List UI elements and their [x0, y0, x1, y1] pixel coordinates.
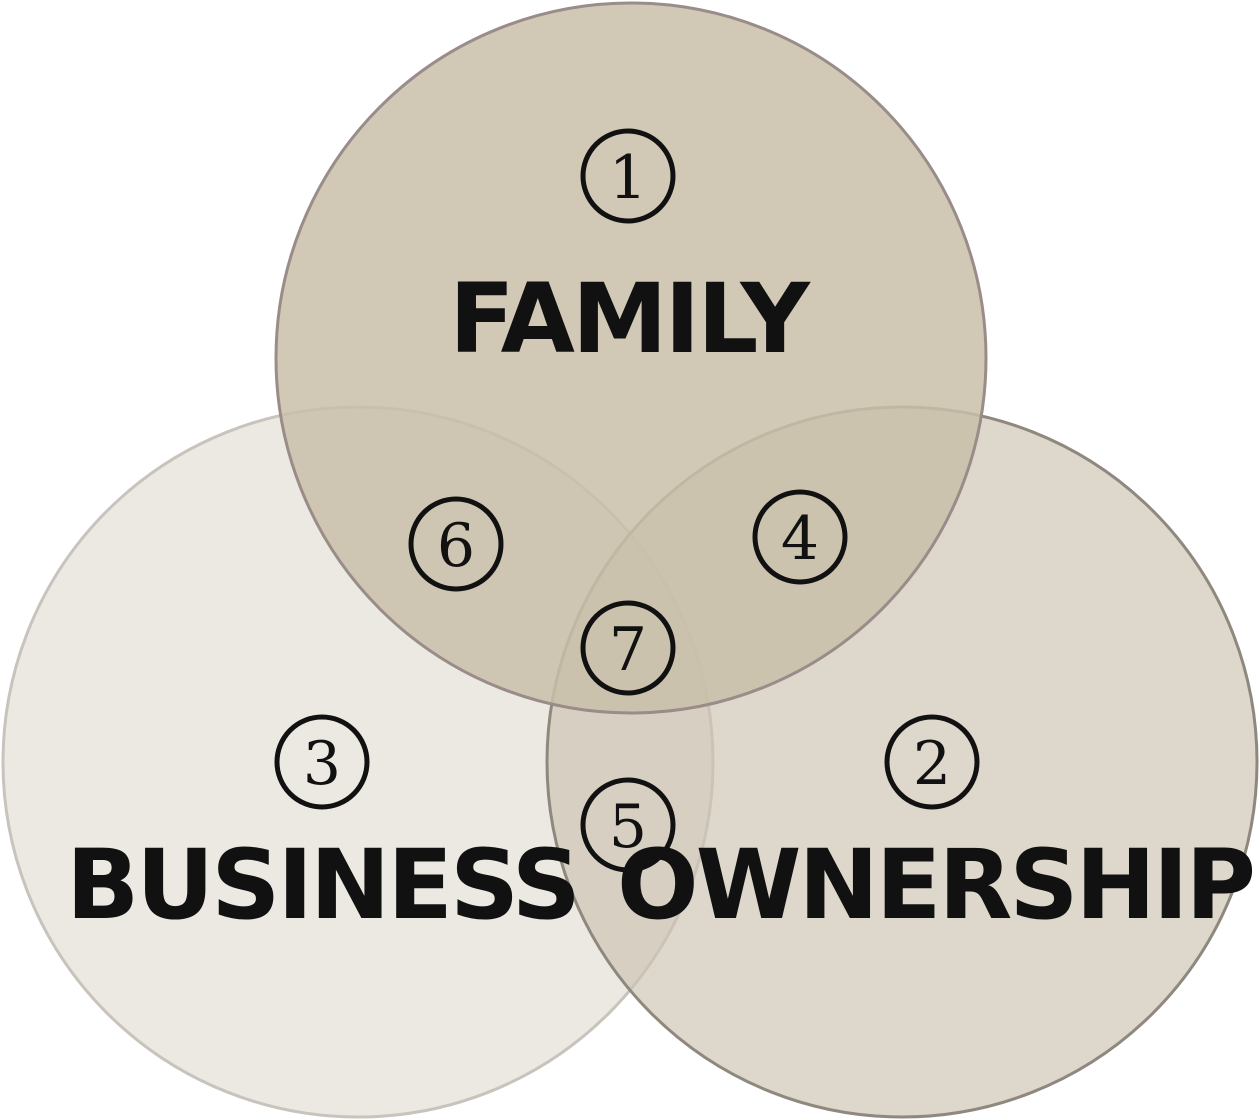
- svg-text:4: 4: [781, 504, 819, 574]
- svg-text:3: 3: [303, 729, 341, 799]
- region-5-marker: 5: [580, 777, 676, 873]
- region-1-marker: 1: [580, 128, 676, 224]
- region-6-marker: 6: [408, 496, 504, 592]
- svg-text:2: 2: [913, 729, 951, 799]
- svg-text:1: 1: [609, 143, 647, 213]
- region-2-marker: 2: [884, 714, 980, 810]
- region-4-marker: 4: [752, 489, 848, 585]
- business-label: BUSINESS: [66, 829, 578, 941]
- region-7-marker: 7: [580, 600, 676, 696]
- family-label: FAMILY: [449, 263, 811, 375]
- ownership-label: OWNERSHIP: [617, 829, 1253, 941]
- svg-text:7: 7: [609, 615, 647, 685]
- family-circle: [274, 1, 988, 715]
- svg-text:5: 5: [609, 792, 647, 862]
- region-3-marker: 3: [274, 714, 370, 810]
- svg-text:6: 6: [437, 511, 475, 581]
